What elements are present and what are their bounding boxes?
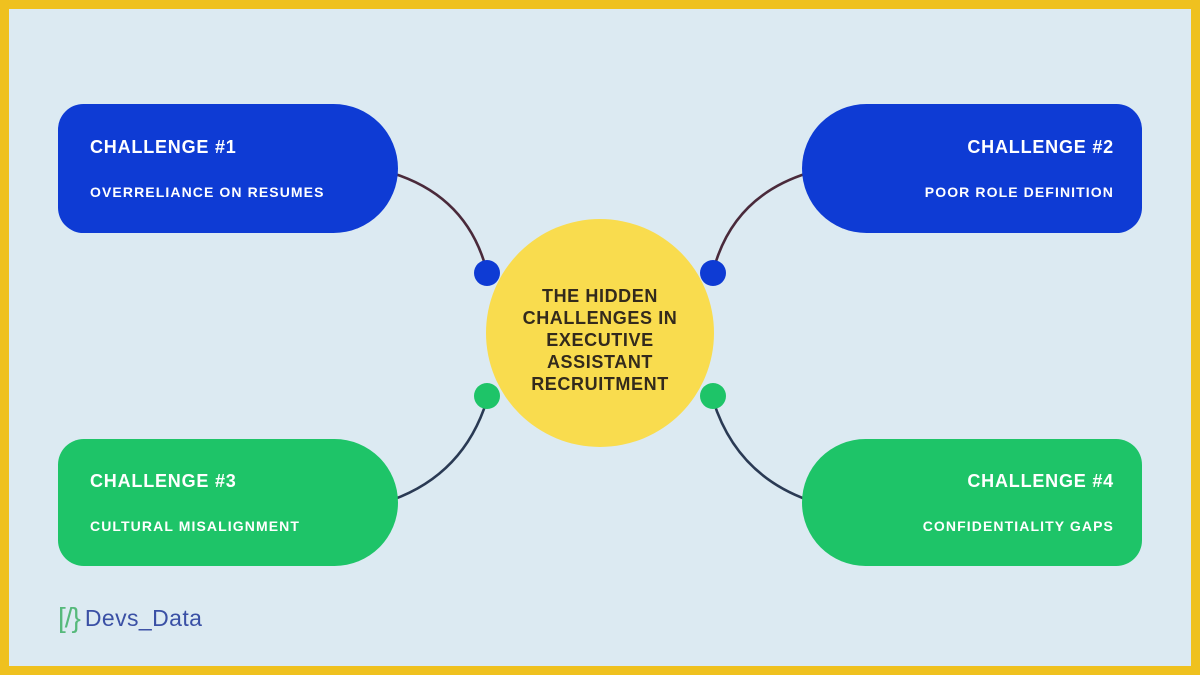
challenge-card-1: CHALLENGE #1 OVERRELIANCE ON RESUMES	[58, 104, 398, 233]
connector-line-bottom-left	[391, 399, 489, 502]
challenge-1-label: CHALLENGE #1	[90, 137, 237, 157]
challenge-2-label: CHALLENGE #2	[967, 137, 1114, 157]
center-title-line-3: EXECUTIVE	[546, 330, 654, 350]
connector-dot-bottom-left	[474, 383, 500, 409]
challenge-3-text: CULTURAL MISALIGNMENT	[90, 518, 301, 534]
challenge-card-2: CHALLENGE #2 POOR ROLE DEFINITION	[802, 104, 1142, 233]
connector-line-top-right	[712, 171, 809, 269]
center-title: THE HIDDEN CHALLENGES IN EXECUTIVE ASSIS…	[523, 285, 678, 395]
brand-name: Devs_Data	[84, 604, 203, 631]
connector-dot-bottom-right	[700, 383, 726, 409]
center-circle: THE HIDDEN CHALLENGES IN EXECUTIVE ASSIS…	[486, 219, 714, 447]
code-brackets-icon: [/}	[58, 602, 81, 633]
connector-line-top-left	[391, 171, 488, 269]
connector-dot-top-left	[474, 260, 500, 286]
challenge-card-3: CHALLENGE #3 CULTURAL MISALIGNMENT	[58, 439, 398, 566]
center-title-line-5: RECRUITMENT	[531, 374, 669, 394]
challenge-4-label: CHALLENGE #4	[967, 471, 1114, 491]
challenge-card-4: CHALLENGE #4 CONFIDENTIALITY GAPS	[802, 439, 1142, 566]
brand-logo: [/} Devs_Data	[58, 604, 202, 632]
connector-line-bottom-right	[711, 399, 809, 502]
challenge-2-text: POOR ROLE DEFINITION	[924, 184, 1114, 200]
connector-dot-top-right	[700, 260, 726, 286]
challenge-4-text: CONFIDENTIALITY GAPS	[922, 518, 1114, 534]
challenge-3-label: CHALLENGE #3	[90, 471, 237, 491]
challenge-1-text: OVERRELIANCE ON RESUMES	[90, 184, 325, 200]
center-title-line-4: ASSISTANT	[546, 352, 654, 372]
center-title-line-1: THE HIDDEN	[541, 286, 658, 306]
center-title-line-2: CHALLENGES IN	[522, 308, 678, 328]
